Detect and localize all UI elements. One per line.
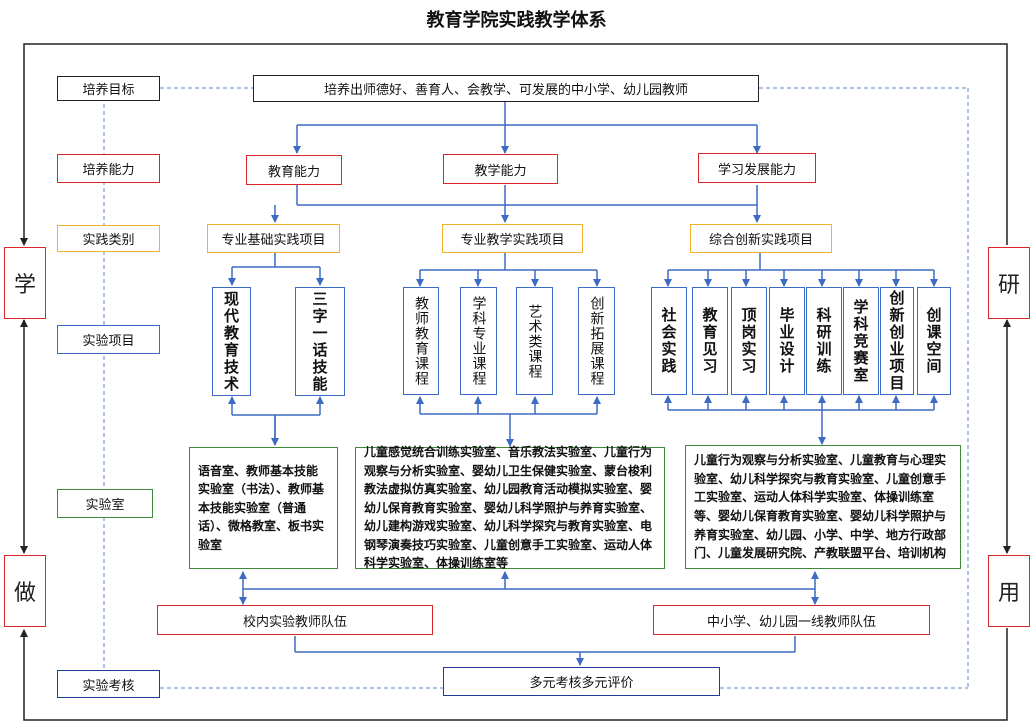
label-category: 实践类别 [57, 225, 160, 252]
project-modern-edu-tech: 现代教育技术 [212, 287, 251, 396]
diagram-title: 教育学院实践教学体系 [426, 10, 607, 31]
project-graduation-design: 毕业设计 [769, 287, 805, 395]
project-label: 三字一话技能 [310, 290, 329, 393]
lab-box-teaching: 儿童感觉统合训练实验室、音乐教法实验室、儿童行为观察与分析实验室、婴幼儿卫生保健… [355, 445, 665, 570]
project-three-chars-one-speech: 三字一话技能 [295, 287, 345, 396]
project-label: 创新拓展课程 [588, 296, 605, 386]
project-label: 毕业设计 [777, 307, 796, 375]
project-label: 艺术类课程 [526, 303, 543, 379]
side-word-zuo: 做 [4, 555, 46, 627]
assessment-box: 多元考核多元评价 [443, 667, 720, 696]
team-frontline-teachers: 中小学、幼儿园一线教师队伍 [653, 605, 930, 635]
category-teaching: 专业教学实践项目 [442, 224, 583, 253]
label-lab: 实验室 [57, 489, 153, 518]
side-word-yan: 研 [988, 247, 1030, 319]
side-word-xue: 学 [4, 247, 46, 319]
project-edu-observation: 教育见习 [692, 287, 728, 395]
project-label: 创课空间 [924, 307, 943, 375]
project-subject-course: 学科专业课程 [460, 287, 497, 395]
project-label: 现代教育技术 [222, 290, 240, 393]
label-assessment: 实验考核 [57, 670, 160, 698]
project-label: 学科专业课程 [470, 296, 487, 386]
project-label: 创新创业项目 [887, 290, 906, 392]
label-project: 实验项目 [57, 325, 160, 354]
ability-learning-development: 学习发展能力 [698, 153, 816, 183]
project-label: 顶岗实习 [739, 307, 758, 375]
category-innovation: 综合创新实践项目 [690, 224, 832, 253]
goal-box: 培养出师德好、善育人、会教学、可发展的中小学、幼儿园教师 [253, 75, 759, 102]
project-art-course: 艺术类课程 [516, 287, 553, 395]
label-goal: 培养目标 [57, 76, 160, 101]
project-social-practice: 社会实践 [651, 287, 687, 395]
project-label: 科研训练 [814, 307, 833, 375]
project-research-training: 科研训练 [806, 287, 842, 395]
team-internal-teachers: 校内实验教师队伍 [157, 605, 433, 635]
project-teacher-edu-course: 教师教育课程 [403, 287, 439, 395]
label-ability: 培养能力 [57, 154, 160, 183]
project-maker-space: 创课空间 [917, 287, 951, 395]
project-label: 教育见习 [700, 307, 719, 375]
project-label: 教师教育课程 [413, 296, 429, 386]
project-label: 学科竞赛室 [851, 298, 870, 384]
project-internship: 顶岗实习 [731, 287, 767, 395]
project-entrepreneurship: 创新创业项目 [880, 287, 914, 395]
project-subject-competition: 学科竞赛室 [843, 287, 879, 395]
ability-teaching: 教学能力 [443, 154, 558, 184]
project-innovation-course: 创新拓展课程 [578, 287, 615, 395]
ability-education: 教育能力 [246, 155, 342, 185]
category-basic: 专业基础实践项目 [207, 224, 340, 253]
lab-box-basic: 语音室、教师基本技能实验室（书法）、教师基本技能实验室（普通话）、微格教室、板书… [189, 447, 338, 569]
side-word-yong: 用 [988, 555, 1030, 627]
project-label: 社会实践 [659, 307, 678, 375]
lab-box-innovation: 儿童行为观察与分析实验室、儿童教育与心理实验室、幼儿科学探究与教育实验室、儿童创… [685, 445, 961, 569]
